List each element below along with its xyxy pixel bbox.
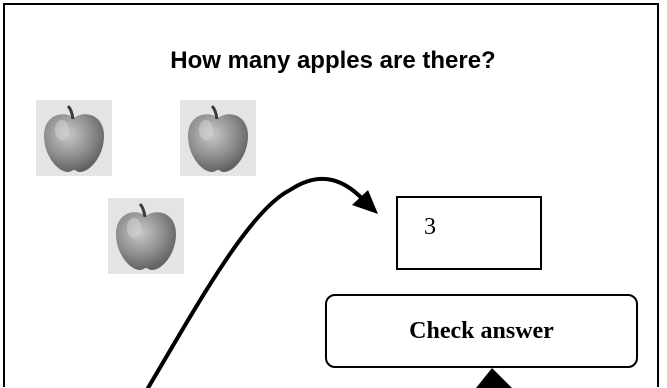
apple-icon bbox=[36, 100, 112, 176]
apple-icon bbox=[108, 198, 184, 274]
question-text: How many apples are there? bbox=[170, 47, 496, 74]
answer-input[interactable]: 3 bbox=[396, 196, 542, 270]
check-answer-button[interactable]: Check answer bbox=[325, 294, 638, 368]
apple-icon bbox=[180, 100, 256, 176]
